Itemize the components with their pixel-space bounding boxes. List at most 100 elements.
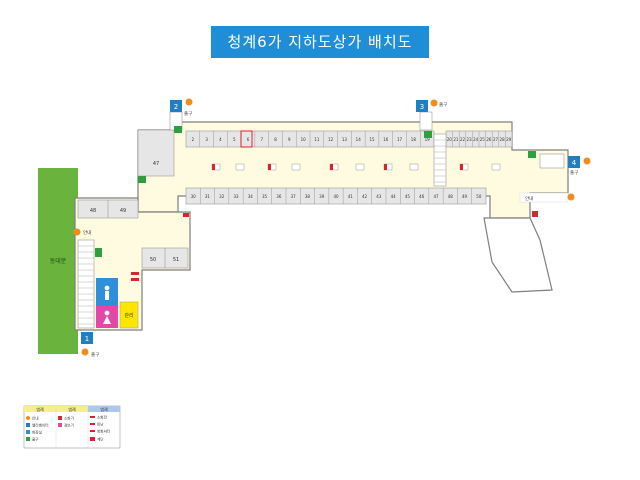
alarm-marker <box>131 272 139 275</box>
corridor-marker <box>291 163 301 171</box>
legend-header: 범례 <box>100 406 108 412</box>
shop-number: 11 <box>314 137 320 142</box>
svg-text:출구: 출구 <box>184 110 192 117</box>
shop-number: 30 <box>191 194 197 199</box>
shop-number: 47 <box>433 194 439 199</box>
shop-number: 18 <box>411 137 417 142</box>
shop-number: 20 <box>447 137 453 142</box>
shop-number: 4 <box>219 137 222 142</box>
shop-number: 8 <box>274 137 277 142</box>
management-room-label: 관리 <box>124 312 133 319</box>
shop-number: 31 <box>205 194 211 199</box>
shop-number: 38 <box>305 194 311 199</box>
shop-number: 27 <box>493 137 499 142</box>
shop-number: 40 <box>333 194 339 199</box>
shop-number: 3 <box>205 137 208 142</box>
fire-extinguisher-marker <box>212 164 215 170</box>
svg-text:4: 4 <box>572 159 577 167</box>
shop-number: 43 <box>376 194 382 199</box>
shop-number: 42 <box>362 194 368 199</box>
shop-number: 5 <box>233 137 236 142</box>
svg-text:2: 2 <box>174 103 178 111</box>
shop-number: 15 <box>369 137 375 142</box>
legend-item: 소화기 <box>64 416 74 421</box>
south-shops <box>185 187 487 205</box>
exit-badge-3: 3 출구 <box>416 99 447 112</box>
shop-number: 46 <box>419 194 425 199</box>
svg-text:출구: 출구 <box>439 101 447 108</box>
exit-sign-3 <box>424 131 432 138</box>
shop-number: 50 <box>476 194 482 199</box>
shop-number: 24 <box>473 137 479 142</box>
corridor-marker <box>491 163 501 171</box>
exit-sign-4 <box>528 151 536 158</box>
management-room <box>119 301 139 329</box>
legend: 범례 범례 범례 안내 엘리베이터 화장실 출구 소화기 경보기 소화전 피난 … <box>23 405 121 449</box>
alarm-marker <box>131 278 139 281</box>
svg-text:3: 3 <box>420 103 424 111</box>
exit-badge-2: 2 출구 <box>170 98 193 117</box>
shop-number: 32 <box>219 194 225 199</box>
legend-header: 범례 <box>36 406 44 412</box>
fire-extinguisher-marker <box>384 164 387 170</box>
svg-text:출구: 출구 <box>91 351 99 358</box>
legend-item: 화장실 <box>32 430 42 435</box>
fire-extinguisher-marker <box>268 164 271 170</box>
west-stairs <box>77 239 95 329</box>
shop-west-51: 51 <box>173 257 179 263</box>
info-point-east: 안내 <box>519 192 575 203</box>
annex-label: 동대문 <box>50 257 67 265</box>
exit-badge-1: 1 출구 <box>81 332 99 358</box>
shop-number: 25 <box>480 137 486 142</box>
alarm-marker <box>183 213 189 217</box>
shop-number: 34 <box>248 194 254 199</box>
shop-number: 35 <box>262 194 268 199</box>
legend-item: 방화셔터 <box>97 429 110 434</box>
svg-text:안내: 안내 <box>83 229 91 236</box>
shop-number: 7 <box>261 137 264 142</box>
shop-number: 33 <box>233 194 239 199</box>
fire-extinguisher-marker <box>460 164 463 170</box>
highlighted-shop <box>240 130 253 148</box>
legend-item: 계단 <box>97 437 104 442</box>
exit-sign-annex <box>95 248 102 257</box>
legend-header: 범례 <box>68 406 76 412</box>
stairs-exit-3 <box>419 111 433 131</box>
shop-number: 13 <box>342 137 348 142</box>
svg-text:출구: 출구 <box>570 169 578 176</box>
legend-item: 소화전 <box>97 415 107 420</box>
shop-number: 6 <box>247 137 250 142</box>
stairs-exit-4 <box>539 153 565 169</box>
shop-west-48: 48 <box>90 208 96 214</box>
shop-number: 39 <box>319 194 325 199</box>
shop-number: 36 <box>276 194 282 199</box>
exit-badge-4: 4 출구 <box>568 156 591 176</box>
shop-number: 16 <box>383 137 389 142</box>
shop-number: 26 <box>486 137 492 142</box>
shop-number: 2 <box>192 137 195 142</box>
shop-west-49: 49 <box>120 208 126 214</box>
svg-text:1: 1 <box>85 335 89 343</box>
shop-number: 37 <box>291 194 297 199</box>
shop-number: 12 <box>328 137 334 142</box>
annex-building <box>38 168 78 354</box>
central-stairs <box>433 133 447 187</box>
shop-number: 9 <box>288 137 291 142</box>
west-upper-room <box>137 129 175 177</box>
exit-sign-west <box>138 176 146 183</box>
shop-number: 49 <box>462 194 468 199</box>
shop-west-47: 47 <box>153 161 159 167</box>
shop-number: 48 <box>448 194 454 199</box>
shop-number: 44 <box>391 194 397 199</box>
shop-number: 23 <box>467 137 473 142</box>
shop-number: 28 <box>500 137 506 142</box>
shop-number: 21 <box>453 137 459 142</box>
info-point-west: 안내 <box>73 228 91 236</box>
shop-number: 19 <box>425 137 431 142</box>
east-passage <box>483 217 553 293</box>
corridor-marker <box>355 163 365 171</box>
shop-number: 10 <box>301 137 307 142</box>
alarm-marker <box>532 211 538 217</box>
legend-item: 경보기 <box>64 423 74 428</box>
